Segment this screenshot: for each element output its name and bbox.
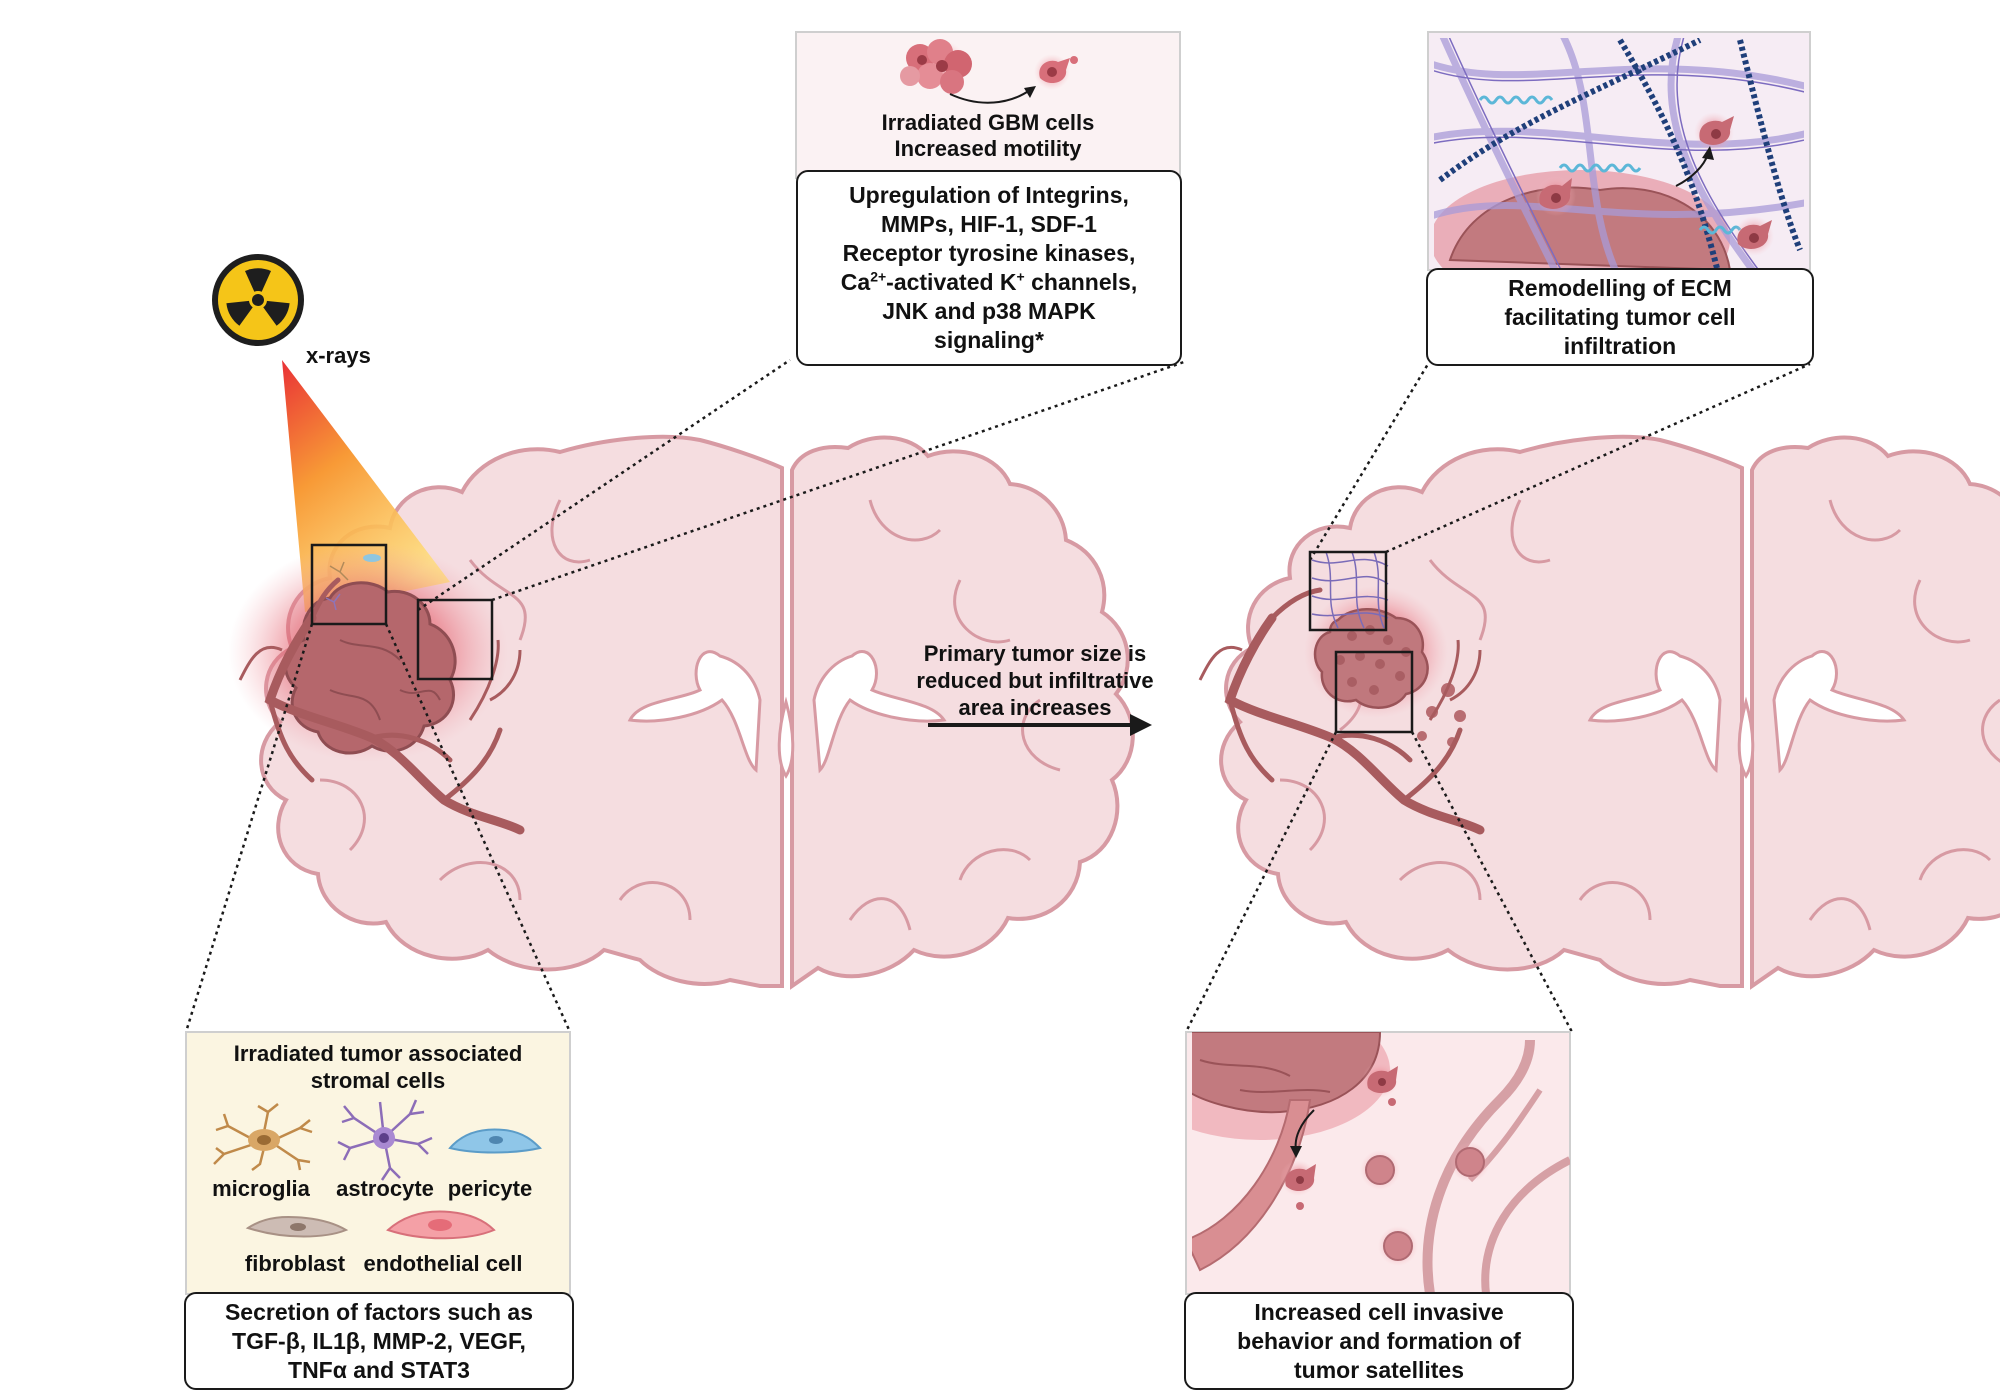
right-ecm-zoom-box — [1308, 550, 1388, 632]
stromal-title-line-1: Irradiated tumor associated — [233, 1041, 523, 1066]
ecm-box-line-3: infiltration — [1563, 332, 1677, 359]
fibroblast-icon — [245, 1216, 349, 1238]
center-line-1: Primary tumor size is — [923, 641, 1147, 666]
zoom-connectors — [184, 358, 1811, 1033]
ecm-box-line-1: Remodelling of ECM — [1508, 274, 1732, 301]
k-superscript: + — [1016, 268, 1025, 285]
motile-gbm-cell — [1034, 54, 1078, 90]
secretion-factors-box: Secretion of factors such as TGF-β, IL1β… — [184, 1292, 574, 1390]
gbm-box-line-2: MMPs, HIF-1, SDF-1 — [881, 211, 1097, 237]
ecm-box-line-2: facilitating tumor cell — [1504, 303, 1736, 330]
invasive-line-2: behavior and formation of — [1237, 1327, 1521, 1354]
secretion-line-1: Secretion of factors such as — [224, 1298, 534, 1325]
gbm-box-line-3: Receptor tyrosine kinases, — [842, 240, 1136, 266]
left-stromal-zoom-box — [310, 543, 388, 626]
gbm-box-line-5: signaling* — [934, 327, 1044, 353]
gbm-cells-panel — [795, 31, 1181, 179]
gbm-box-line-4: JNK and p38 MAPK — [882, 298, 1096, 324]
right-brain — [1198, 434, 2000, 990]
center-line-2: reduced but infiltrative — [916, 668, 1154, 693]
channels-text: channels, — [1024, 269, 1138, 295]
progression-arrow — [928, 714, 1152, 736]
stromal-cells-panel — [185, 1031, 571, 1295]
ecm-remodelling-box: Remodelling of ECM facilitating tumor ce… — [1426, 268, 1814, 366]
invasive-line-3: tumor satellites — [1294, 1356, 1464, 1383]
right-brain-left-hemisphere — [1219, 434, 1744, 988]
secretion-line-3: TNFα and STAT3 — [288, 1356, 470, 1383]
ca-superscript: 2+ — [870, 268, 887, 285]
center-line-3: area increases — [958, 695, 1112, 720]
pericyte-icon — [448, 1128, 542, 1154]
k-text: -activated K — [886, 269, 1017, 295]
ca-text: Ca — [840, 269, 871, 295]
astrocyte-icon — [337, 1099, 433, 1181]
gbm-caption-line-2: Increased motility — [894, 136, 1082, 161]
tumor-satellites-panel — [1185, 1031, 1571, 1295]
gbm-cell-cluster — [900, 39, 972, 94]
cell-label-fibroblast: fibroblast — [244, 1251, 346, 1276]
gbm-caption: Irradiated GBM cells Increased motility — [796, 110, 1180, 162]
right-satellite-zoom-box — [1334, 650, 1414, 734]
cell-label-endothelial: endothelial cell — [363, 1251, 523, 1276]
infiltrating-cells — [1536, 112, 1774, 256]
ecm-panel — [1427, 31, 1811, 271]
cell-label-microglia: microglia — [212, 1176, 310, 1201]
invasive-line-1: Increased cell invasive — [1254, 1298, 1504, 1325]
center-statement: Primary tumor size is reduced but infilt… — [900, 640, 1170, 721]
migrating-cells — [1280, 1062, 1398, 1210]
gbm-caption-line-1: Irradiated GBM cells — [881, 110, 1095, 135]
satellite-cells — [1360, 1142, 1490, 1266]
endothelial-cell-icon — [386, 1210, 496, 1240]
radiation-icon — [212, 254, 304, 346]
stromal-title-line-2: stromal cells — [310, 1068, 446, 1093]
left-brain — [228, 360, 1135, 990]
gbm-box-line-ca: Ca2+-activated K+ channels, — [841, 268, 1137, 297]
gbm-box-line-1: Upregulation of Integrins, — [849, 182, 1129, 208]
cell-label-astrocyte: astrocyte — [336, 1176, 434, 1201]
right-tumor — [1313, 608, 1429, 709]
left-gbm-zoom-box — [416, 598, 494, 681]
xray-label: x-rays — [306, 343, 371, 368]
invasive-behavior-box: Increased cell invasive behavior and for… — [1184, 1292, 1574, 1390]
stromal-title: Irradiated tumor associated stromal cell… — [186, 1040, 570, 1094]
gbm-upregulation-box: Upregulation of Integrins, MMPs, HIF-1, … — [796, 170, 1182, 366]
secretion-line-2: TGF-β, IL1β, MMP-2, VEGF, — [232, 1327, 526, 1354]
microglia-icon — [213, 1103, 313, 1171]
left-brain-right-hemisphere — [790, 435, 1135, 990]
cell-label-pericyte: pericyte — [447, 1176, 533, 1201]
